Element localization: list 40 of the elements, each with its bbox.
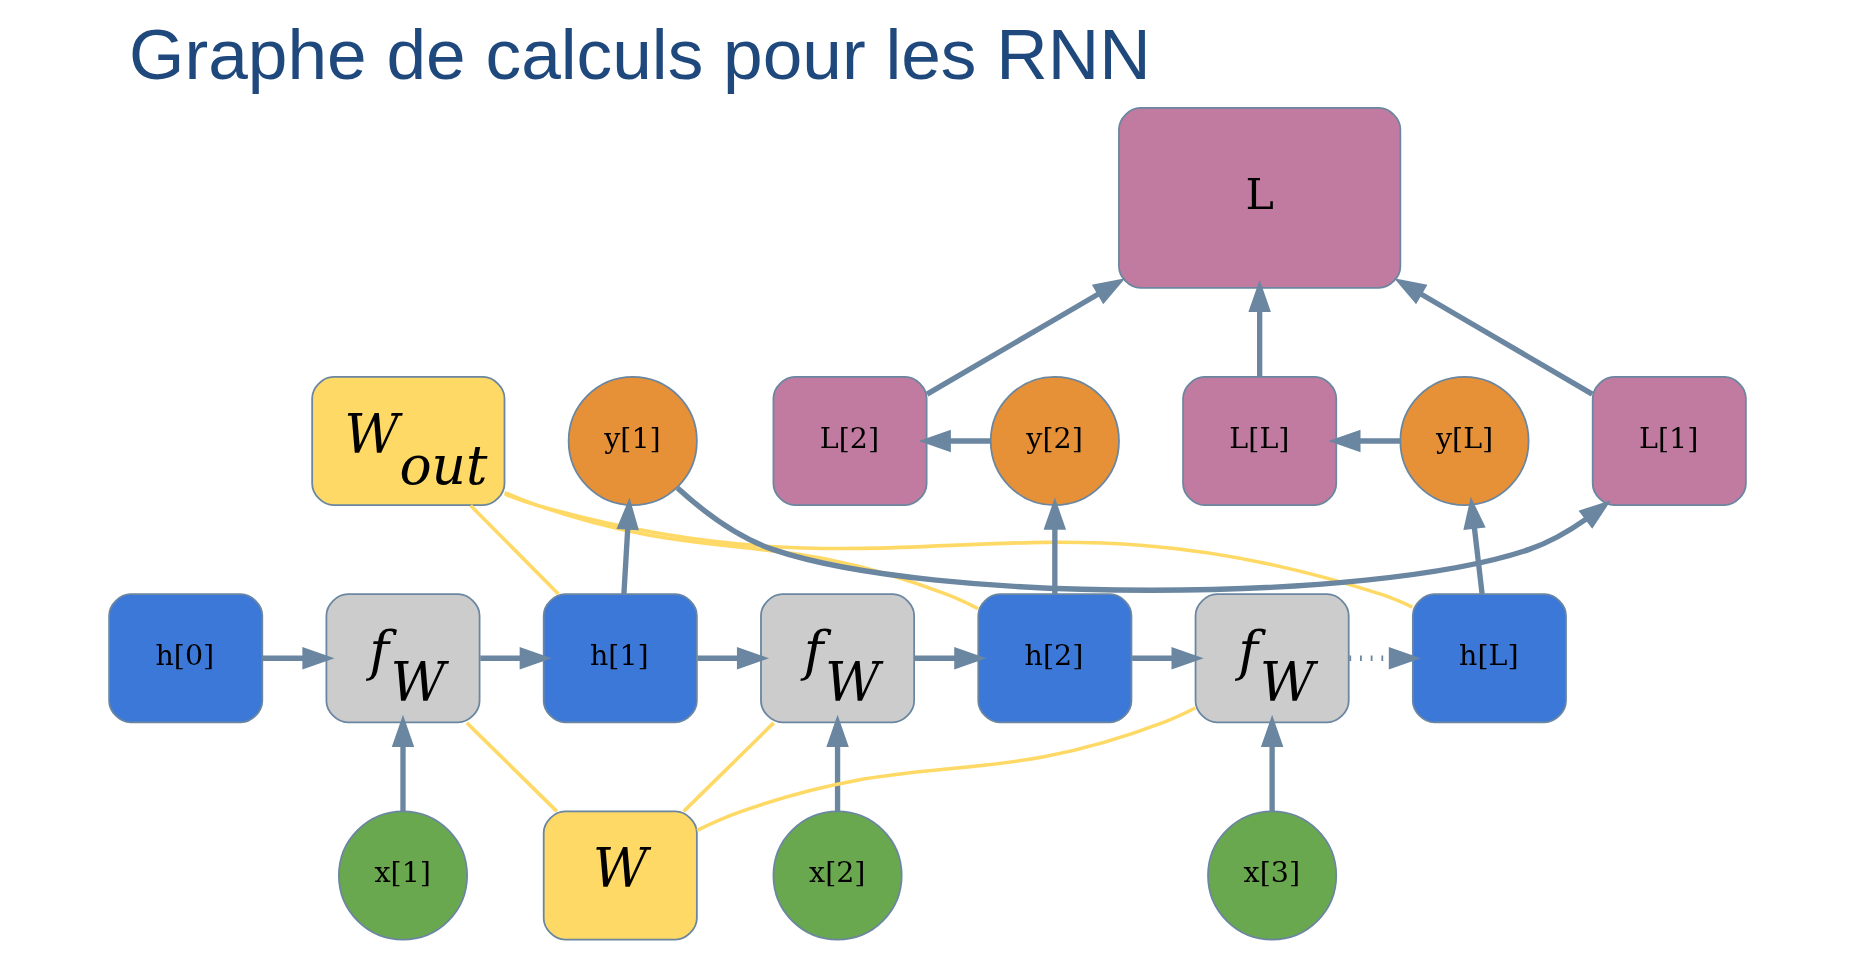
arrow (1393, 278, 1594, 397)
connector (465, 721, 558, 813)
arrow (1131, 647, 1204, 670)
node-circle: y[1] (567, 376, 698, 506)
connector (503, 492, 1413, 609)
connector (681, 721, 775, 813)
node-box: h[0] (107, 593, 263, 724)
node-box: h[L] (1411, 593, 1567, 724)
arrow (391, 714, 414, 812)
node-box: h[1] (542, 593, 698, 724)
node-circle: y[2] (989, 376, 1120, 506)
arrow (1247, 279, 1271, 377)
node-box: W (542, 810, 698, 941)
arrow (697, 647, 769, 670)
arrow (925, 278, 1125, 397)
node-box: L[L] (1181, 376, 1337, 506)
arrow (1348, 647, 1421, 670)
node-box: h[2] (976, 593, 1132, 724)
arrow (1260, 714, 1283, 812)
node-circle: x[2] (772, 810, 903, 941)
arrow (918, 429, 990, 453)
diagram-title: Graphe de calculs pour les RNN (128, 15, 1151, 95)
node-box: L[1] (1591, 376, 1747, 506)
arrow (1462, 496, 1486, 595)
arrow (1327, 429, 1400, 453)
node-circle: x[1] (337, 810, 468, 941)
arrow (675, 486, 1611, 593)
connector (468, 504, 560, 596)
node-box: L (1117, 107, 1401, 289)
connector (695, 706, 1196, 832)
arrow (1043, 497, 1066, 595)
arrow (479, 647, 552, 670)
arrow (825, 714, 849, 812)
arrow (615, 497, 639, 595)
node-circle: x[3] (1206, 810, 1337, 941)
connector (503, 490, 979, 611)
arrow (914, 647, 986, 670)
arrow (262, 647, 334, 670)
node-circle: y[L] (1398, 376, 1529, 506)
node-box: L[2] (772, 376, 927, 506)
